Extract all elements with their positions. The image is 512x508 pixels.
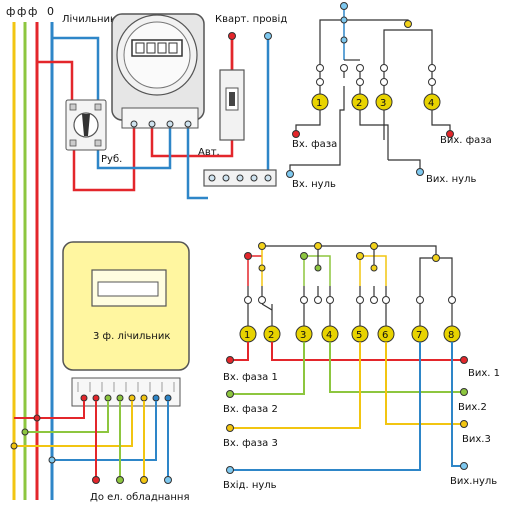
terminal-2: 2 bbox=[356, 98, 362, 109]
single-phase-meter-diagram: ф ф ф 0 Лічильник Кварт. провід bbox=[6, 5, 287, 500]
terminal-discs-top bbox=[311, 93, 441, 111]
wire-neutral-meter-out bbox=[186, 124, 208, 200]
bterminal-8: 8 bbox=[448, 330, 454, 341]
bterminal-7: 7 bbox=[416, 330, 422, 341]
three-phase-meter-diagram: 3 ф. лічильник bbox=[10, 241, 190, 503]
in-neutral-label: Вх. нуль bbox=[292, 179, 336, 190]
bridge-left bbox=[319, 19, 344, 68]
circuit-breaker bbox=[219, 69, 245, 141]
apartment-phase-terminal bbox=[228, 32, 236, 40]
three-phase-terminal-scheme: 1 2 3 4 5 6 7 8 Вх. фаза 1 Вх. фаза 2 Вх… bbox=[223, 242, 500, 491]
out-neutral-label-b: Вих.нуль bbox=[450, 476, 497, 487]
bus-label-phase-1: ф bbox=[6, 5, 15, 18]
terminal-4: 4 bbox=[428, 98, 434, 109]
out-1-label: Вих. 1 bbox=[468, 368, 500, 379]
bterminal-4: 4 bbox=[326, 330, 332, 341]
bterminal-3: 3 bbox=[300, 330, 306, 341]
jumper-node-blue-2 bbox=[340, 16, 348, 24]
out-phase-label: Вих. фаза bbox=[440, 135, 492, 146]
in-phase-2-label: Вх. фаза 2 bbox=[223, 404, 278, 415]
out-neutral-dot bbox=[416, 168, 424, 176]
bterminal-1: 1 bbox=[244, 330, 250, 341]
equipment-label: До ел. обладнання bbox=[90, 492, 190, 503]
bus-label-phase-2: ф bbox=[17, 5, 26, 18]
wire-neutral-in bbox=[52, 36, 100, 100]
bridge-top bbox=[344, 19, 409, 24]
single-phase-meter bbox=[111, 13, 205, 129]
wire-neutral-switch-out bbox=[96, 124, 172, 170]
terminal-1: 1 bbox=[316, 98, 322, 109]
bus-label-neutral: 0 bbox=[47, 5, 54, 18]
out-phase-dot bbox=[446, 130, 454, 138]
three-phase-meter-label: 3 ф. лічильник bbox=[93, 330, 170, 342]
knife-switch bbox=[65, 99, 107, 151]
bterminal-2: 2 bbox=[268, 330, 274, 341]
switch-label: Руб. bbox=[101, 154, 122, 165]
single-phase-terminal-scheme: 1 2 3 4 Вх. фаза Вих. фаза Вх. нуль Вих.… bbox=[286, 2, 492, 190]
bus-label-phase-3: ф bbox=[28, 5, 37, 18]
wire-phase-in bbox=[37, 60, 74, 100]
bterminal-5: 5 bbox=[356, 330, 362, 341]
out-neutral-label: Вих. нуль bbox=[426, 174, 476, 185]
bridge-right bbox=[383, 29, 433, 68]
jumper-node-yellow bbox=[404, 20, 412, 28]
in-neutral-label-b: Вхід. нуль bbox=[223, 479, 277, 491]
in-neutral-dot bbox=[286, 170, 294, 178]
wire-phase-switch-out bbox=[72, 124, 136, 192]
bterminal-6: 6 bbox=[382, 330, 388, 341]
out-2-label: Вих.2 bbox=[458, 402, 487, 413]
jumper-node-blue-3 bbox=[340, 36, 348, 44]
meter-display-window bbox=[97, 281, 159, 297]
in-phase-label: Вх. фаза bbox=[292, 139, 337, 150]
contacts bbox=[316, 64, 436, 86]
jumper-node-blue bbox=[340, 2, 348, 10]
breaker-label: Авт. bbox=[198, 147, 220, 158]
out-3-label: Вих.3 bbox=[462, 434, 491, 445]
in-phase-dot bbox=[292, 130, 300, 138]
apartment-neutral-terminal bbox=[264, 32, 272, 40]
terminal-3: 3 bbox=[380, 98, 386, 109]
apartment-wire-label: Кварт. провід bbox=[215, 13, 287, 25]
neutral-terminal-block bbox=[203, 169, 277, 187]
in-phase-3-label: Вх. фаза 3 bbox=[223, 438, 278, 449]
meter-label: Лічильник bbox=[62, 13, 116, 25]
in-phase-1-label: Вх. фаза 1 bbox=[223, 372, 278, 383]
